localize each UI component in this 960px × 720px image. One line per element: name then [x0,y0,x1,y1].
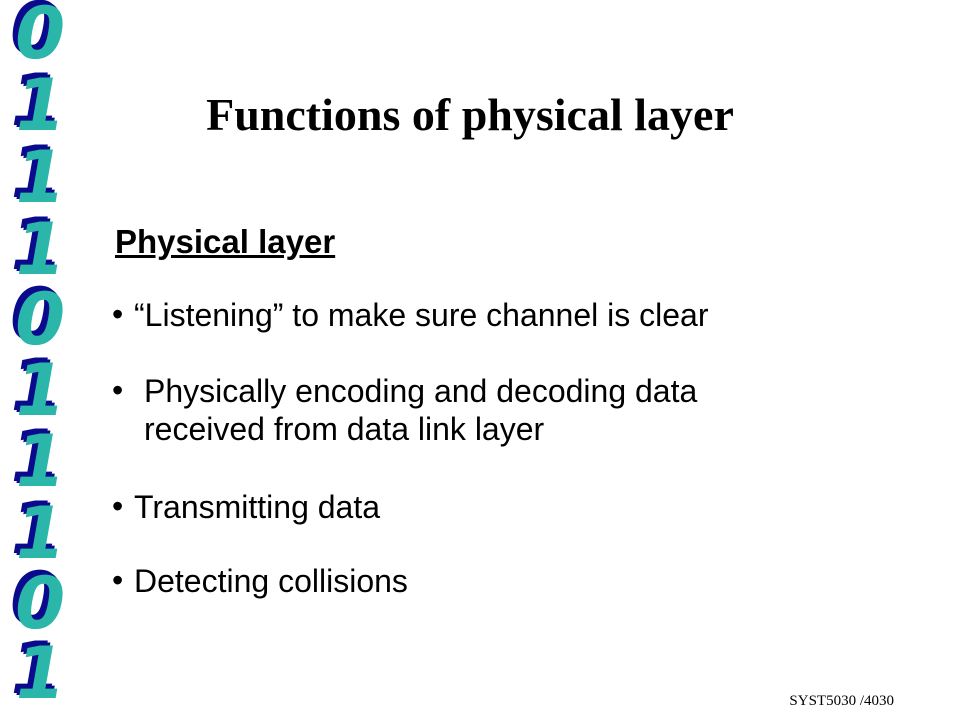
binary-digit: 1 [7,348,73,432]
section-heading: Physical layer [115,223,336,260]
binary-digit: 1 [7,631,73,715]
binary-digit: 1 [7,491,73,575]
binary-digit: 0 [7,0,73,75]
binary-digit: 1 [7,63,73,147]
bullet-marker: • [112,296,124,332]
bullet-text: Detecting collisions [134,563,408,599]
bullet-marker: • [112,488,124,524]
binary-digit: 1 [7,419,73,503]
bullet-marker: • [112,372,124,408]
course-footer: SYST5030 /4030 [789,693,894,709]
binary-digit: 0 [7,561,73,645]
slide-title: Functions of physical layer [206,89,734,140]
list-item: • Detecting collisions [112,562,408,600]
list-item: • “Listening” to make sure channel is cl… [112,296,709,334]
bullet-marker: • [112,562,124,598]
bullet-text: Transmitting data [134,489,381,525]
binary-digit: 1 [7,207,73,291]
list-item: • Physically encoding and decoding data … [112,372,804,448]
binary-digit: 1 [7,135,73,219]
list-item: • Transmitting data [112,488,380,526]
binary-digit: 0 [7,277,73,361]
bullet-text: “Listening” to make sure channel is clea… [134,297,709,333]
bullet-text: Physically encoding and decoding data re… [144,373,698,447]
binary-digit-decoration: 0 1 1 1 0 1 1 1 0 1 [0,0,80,720]
